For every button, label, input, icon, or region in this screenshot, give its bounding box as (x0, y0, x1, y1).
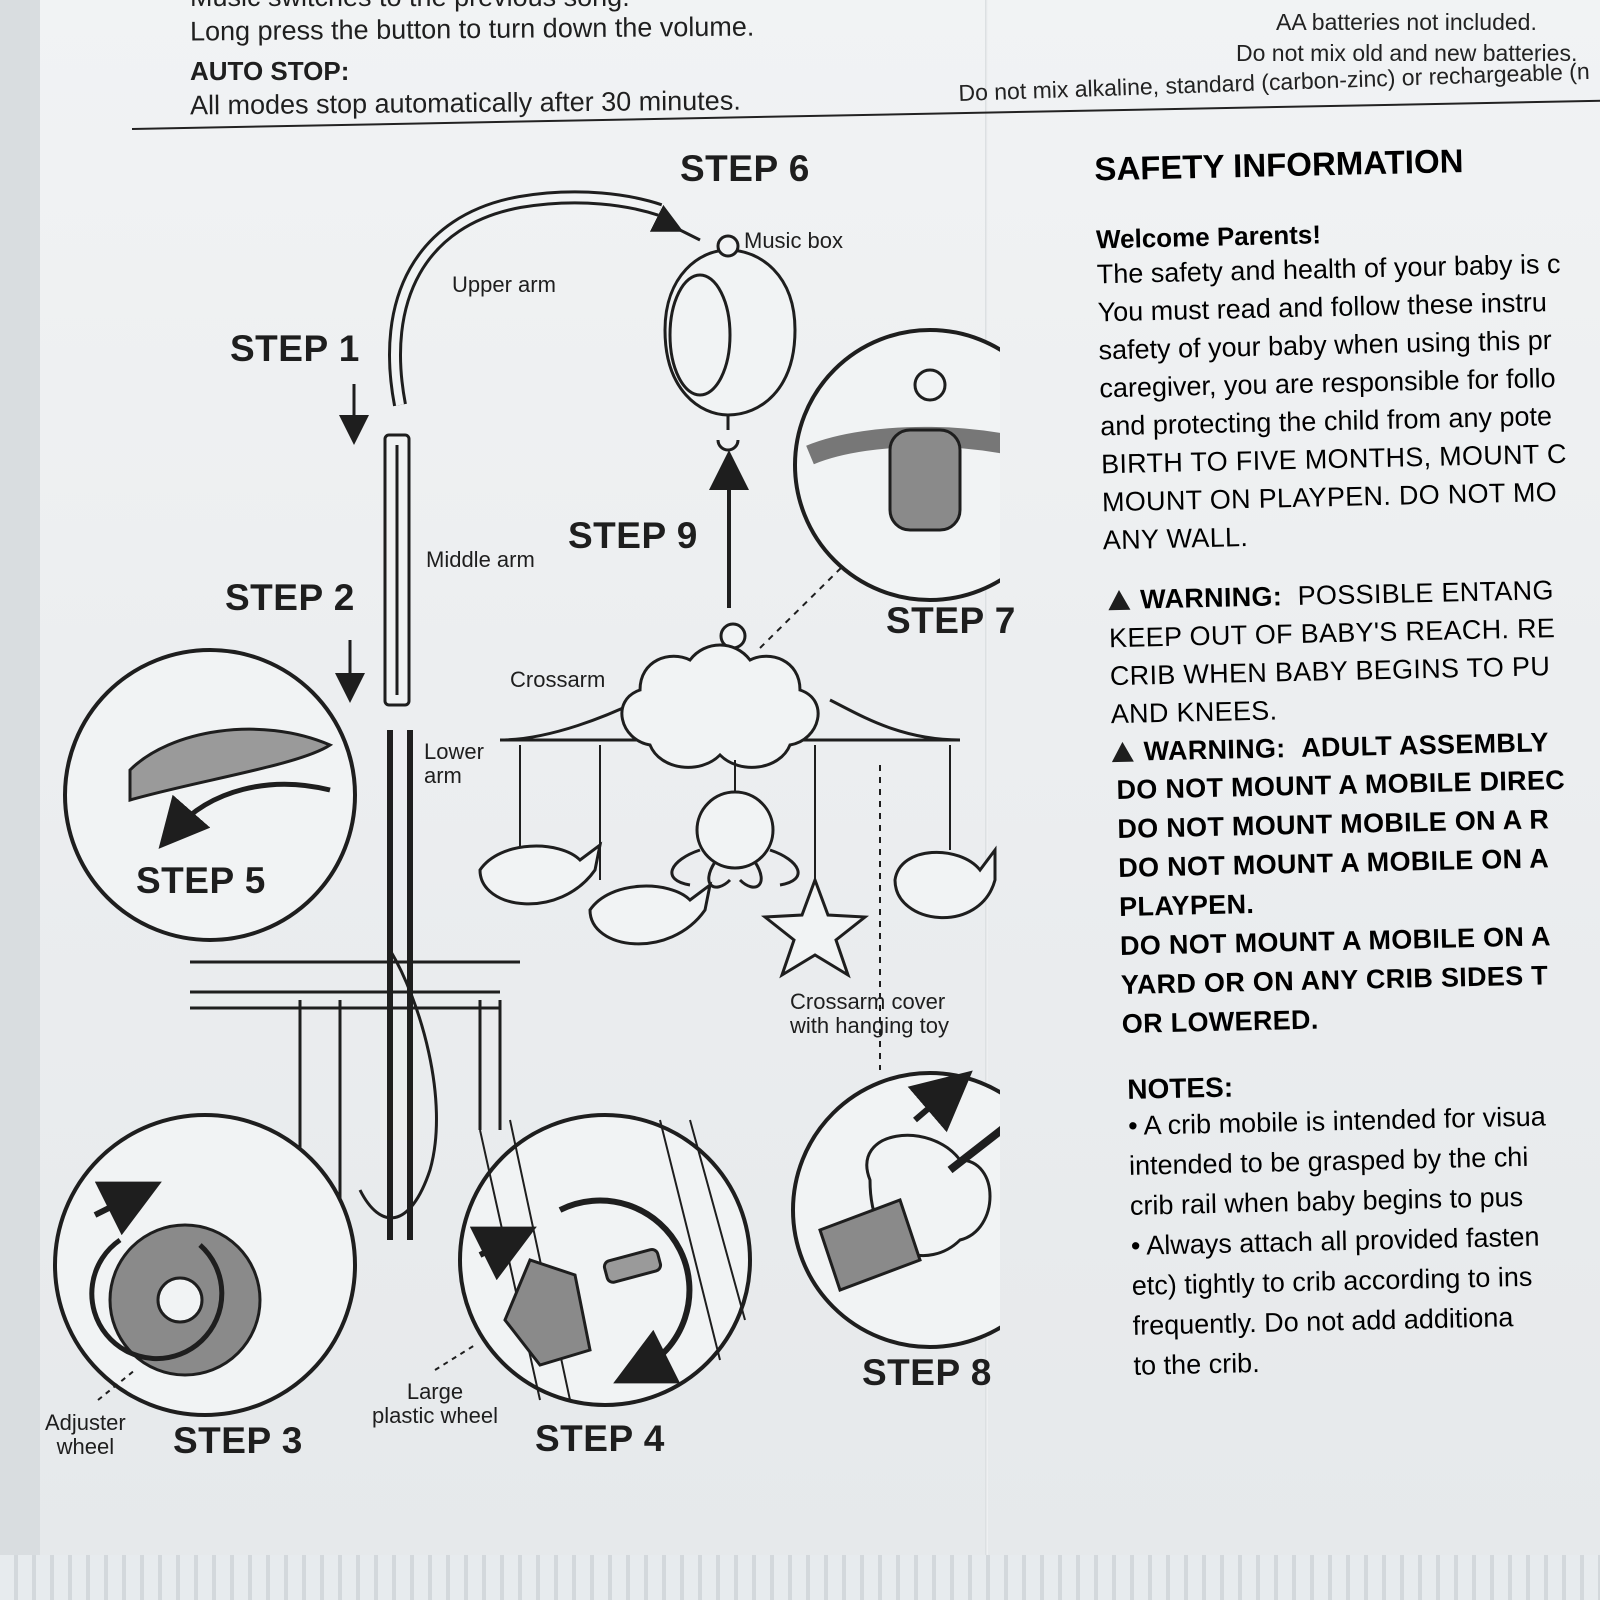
safety-information: SAFETY INFORMATION Welcome Parents! The … (1094, 138, 1600, 1385)
page-fold (985, 0, 988, 1555)
warning-triangle-icon (1107, 589, 1131, 611)
step-3-label: STEP 3 (173, 1420, 303, 1461)
step-9-label: STEP 9 (568, 515, 698, 556)
step-6-label: STEP 6 (680, 148, 810, 189)
step-2-label: STEP 2 (225, 577, 355, 618)
warning-triangle-icon (1111, 741, 1134, 763)
step-5-label: STEP 5 (136, 860, 266, 901)
auto-stop-title: AUTO STOP: (190, 56, 350, 86)
step-7-label: STEP 7 (886, 600, 1016, 641)
step-1-label: STEP 1 (230, 328, 360, 369)
battery-note-1: AA batteries not included. (1276, 9, 1537, 35)
middle-arm-label: Middle arm (426, 547, 535, 572)
cut-line-text: Music switches to the previous song. (190, 0, 630, 13)
upper-arm-label: Upper arm (452, 272, 556, 297)
step-8-label: STEP 8 (862, 1352, 992, 1393)
crossarm-label: Crossarm (510, 667, 606, 692)
table-surface (0, 1555, 1600, 1600)
music-box-label: Music box (744, 228, 844, 253)
assembly-illustration (53, 190, 1000, 1417)
battery-note-2: Do not mix old and new batteries. (1236, 40, 1578, 66)
step-4-label: STEP 4 (535, 1418, 665, 1459)
